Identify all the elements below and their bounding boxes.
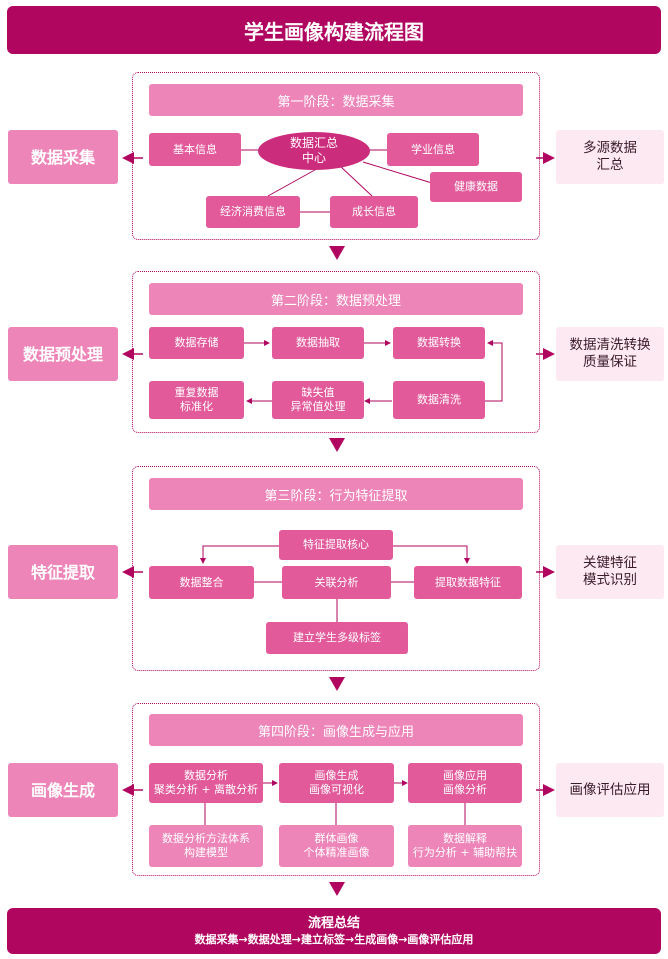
node-data-interpretation: 数据解释 行为分析 + 辅助帮扶: [408, 825, 522, 867]
node-data-extract: 数据抽取: [272, 327, 364, 359]
node-dedup-normalize: 重复数据 标准化: [149, 381, 244, 419]
node-feature-core: 特征提取核心: [279, 530, 393, 560]
stage3-left-label: 特征提取: [8, 545, 118, 599]
stage-down-arrows: [329, 246, 345, 896]
stage3-header: 第三阶段：行为特征提取: [149, 478, 523, 510]
stage3-links: [200, 545, 470, 622]
node-basic-info: 基本信息: [149, 133, 241, 166]
summary-text: 数据采集→数据处理→建立标签→生成画像→画像评估应用: [194, 933, 474, 946]
title-banner: 学生画像构建流程图: [7, 6, 661, 54]
stage2-header-text: 第二阶段：数据预处理: [270, 293, 401, 309]
stage1-header: 第一阶段：数据采集: [149, 84, 523, 116]
stage4-header: 第四阶段：画像生成与应用: [149, 714, 523, 746]
stage4-right-label: 画像评估应用: [556, 763, 664, 817]
stage4-left-label: 画像生成: [8, 763, 118, 817]
node-group-individual: 群体画像 个体精准画像: [279, 825, 394, 867]
node-growth-info: 成长信息: [330, 196, 418, 228]
stage2-left-text: 数据预处理: [22, 344, 103, 364]
node-data-storage: 数据存储: [149, 327, 244, 359]
node-health-data: 健康数据: [430, 172, 522, 202]
node-data-transform: 数据转换: [393, 327, 485, 359]
summary-banner: 流程总结 数据采集→数据处理→建立标签→生成画像→画像评估应用: [7, 908, 661, 954]
node-extract-features: 提取数据特征: [414, 566, 522, 599]
node-profile-application: 画像应用 画像分析: [408, 763, 522, 803]
stage2-header: 第二阶段：数据预处理: [149, 283, 523, 315]
node-economic-info: 经济消费信息: [206, 196, 300, 228]
stage4-header-text: 第四阶段：画像生成与应用: [257, 724, 414, 740]
stage2-right-label: 数据清洗转换 质量保证: [556, 327, 664, 381]
stage4-box: [132, 703, 540, 876]
page-title: 学生画像构建流程图: [244, 19, 424, 44]
node-data-analysis: 数据分析 聚类分析 + 离散分析: [149, 763, 263, 803]
node-profile-generation: 画像生成 画像可视化: [279, 763, 394, 803]
stage1-box: [132, 72, 540, 240]
node-correlation-analysis: 关联分析: [282, 566, 391, 599]
stage1-left-label: 数据采集: [8, 130, 118, 184]
node-missing-outlier: 缺失值 异常值处理: [272, 381, 364, 419]
stage3-box: [132, 466, 540, 671]
stage2-links: [244, 340, 503, 404]
stage1-left-text: 数据采集: [30, 147, 95, 167]
stage3-left-text: 特征提取: [30, 562, 95, 582]
stage4-links: [204, 780, 466, 825]
node-academic-info: 学业信息: [387, 133, 479, 166]
stage3-header-text: 第三阶段：行为特征提取: [264, 488, 408, 504]
stage2-box: [132, 271, 540, 433]
node-data-cleaning: 数据清洗: [393, 381, 485, 419]
node-method-system: 数据分析方法体系 构建模型: [149, 825, 263, 867]
stage1-header-text: 第一阶段：数据采集: [277, 94, 395, 110]
stage1-links: [241, 149, 433, 213]
stage1-right-label: 多源数据 汇总: [556, 130, 664, 184]
summary-title: 流程总结: [307, 916, 360, 931]
node-data-integration: 数据整合: [149, 566, 254, 599]
data-center-ellipse: 数据汇总 中心: [258, 132, 370, 170]
stage2-left-label: 数据预处理: [8, 327, 118, 381]
stage3-right-label: 关键特征 模式识别: [556, 545, 664, 599]
side-arrows: [122, 152, 555, 796]
node-multilevel-tags: 建立学生多级标签: [266, 622, 408, 654]
stage4-left-text: 画像生成: [30, 780, 95, 800]
